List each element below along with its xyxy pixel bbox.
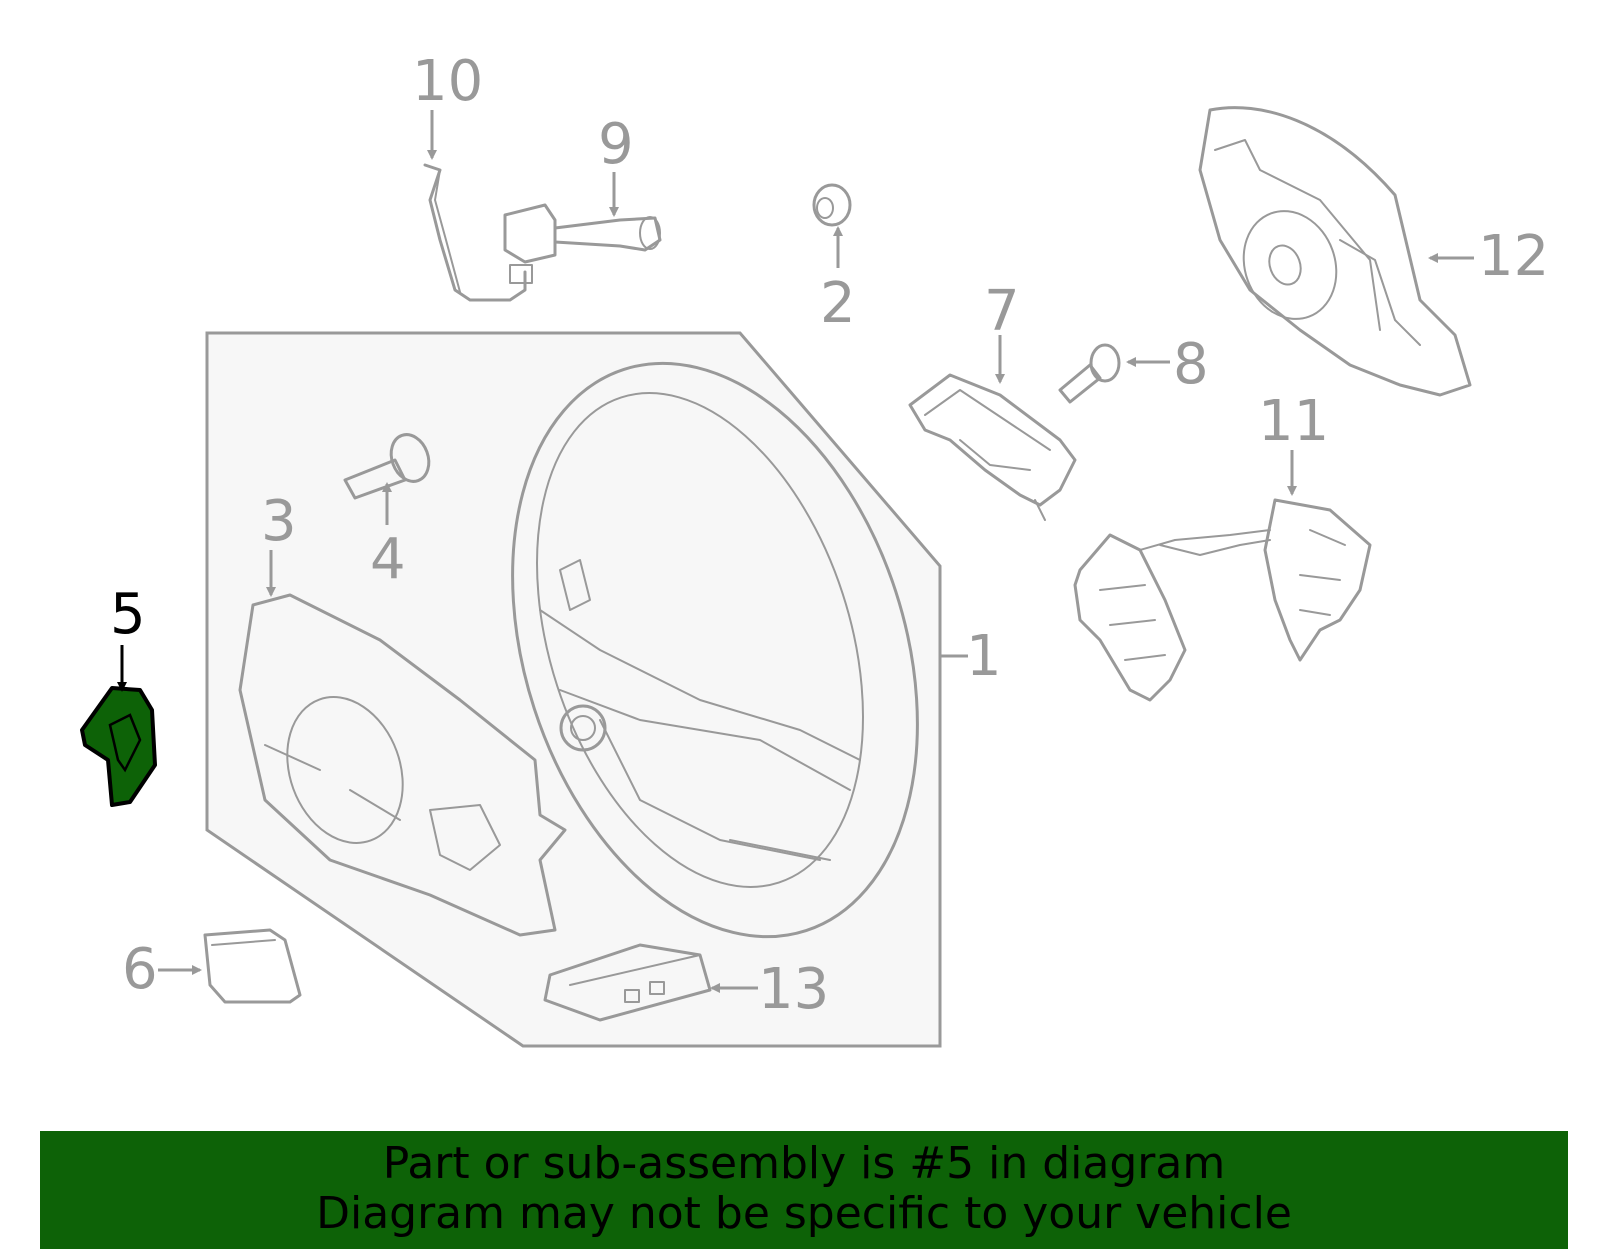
callout-12: 12 bbox=[1478, 224, 1549, 289]
callout-9: 9 bbox=[598, 112, 634, 177]
bolt-part-4[interactable] bbox=[343, 429, 435, 500]
steering-wheel-part-1[interactable] bbox=[443, 311, 987, 990]
cover-part-7[interactable] bbox=[908, 373, 1077, 521]
switch-cover-part-5[interactable] bbox=[80, 686, 157, 807]
callout-4: 4 bbox=[370, 527, 406, 592]
callout-5: 5 bbox=[110, 582, 146, 647]
airbag-module-part-12[interactable] bbox=[1198, 106, 1472, 397]
callout-2: 2 bbox=[820, 271, 856, 336]
nut-part-2[interactable] bbox=[812, 183, 852, 227]
wire-harness-part-10[interactable] bbox=[423, 163, 533, 302]
callout-8: 8 bbox=[1173, 332, 1209, 397]
switch-lever-part-9[interactable] bbox=[503, 203, 662, 264]
callout-7: 7 bbox=[984, 279, 1020, 344]
callout-1: 1 bbox=[966, 624, 1002, 689]
callout-13: 13 bbox=[758, 957, 829, 1022]
assembly-box bbox=[205, 331, 942, 1048]
banner-line-part-number: Part or sub-assembly is #5 in diagram bbox=[382, 1138, 1226, 1189]
screw-part-8[interactable] bbox=[1058, 343, 1121, 404]
banner-line-disclaimer: Diagram may not be specific to your vehi… bbox=[316, 1188, 1292, 1239]
info-banner: Part or sub-assembly is #5 in diagram Di… bbox=[40, 1131, 1568, 1249]
callout-10: 10 bbox=[412, 49, 483, 114]
callout-11: 11 bbox=[1258, 389, 1329, 454]
switch-assembly-part-11[interactable] bbox=[1073, 498, 1372, 702]
callout-6: 6 bbox=[122, 937, 158, 1002]
back-cover-part-3[interactable] bbox=[238, 593, 567, 937]
callout-3: 3 bbox=[261, 489, 297, 554]
cover-part-6[interactable] bbox=[203, 928, 302, 1004]
